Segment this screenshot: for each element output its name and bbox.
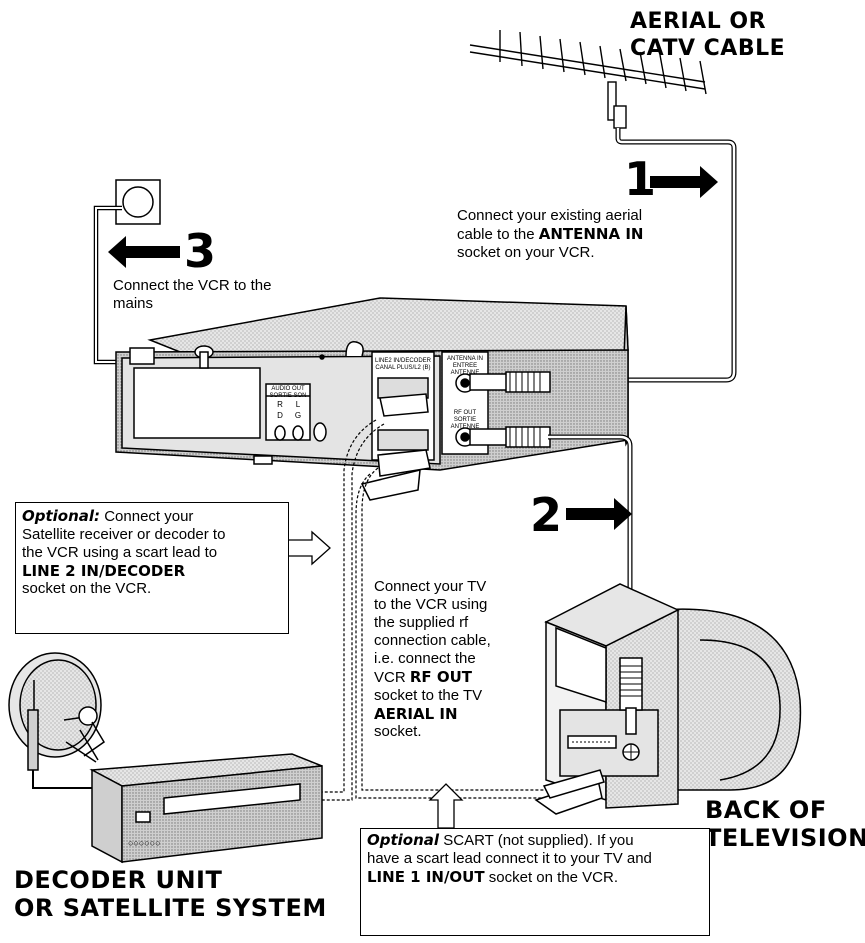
scart-label: LINE2 IN/DECODER CANAL PLUS/L2 (B)	[374, 358, 431, 371]
decoder-dots: ○○○○○○	[128, 838, 161, 848]
rf-out-plug	[469, 426, 551, 448]
audio-d-label: D	[277, 411, 283, 420]
tv-aerial-in-plug	[619, 657, 643, 735]
antenna-in-plug	[469, 371, 551, 393]
scart-lead-tv	[361, 467, 556, 791]
step-3-text: Connect the VCR to the mains	[113, 277, 272, 312]
optional-box-decoder: Optional: Connect your Satellite receive…	[15, 502, 289, 634]
decoder-unit	[89, 753, 323, 864]
step-2-text: Connect your TV to the VCR using the sup…	[374, 578, 491, 740]
audio-g-label: G	[294, 411, 302, 420]
step-1-arrow-icon	[650, 166, 718, 198]
decoder-title: DECODER UNIT OR SATELLITE SYSTEM	[14, 866, 327, 922]
antenna-in-label: ANTENNA IN ENTREE ANTENNE	[446, 356, 483, 376]
audio-r-label: R	[277, 400, 283, 409]
step-1-text: Connect your existing aerial cable to th…	[457, 207, 644, 261]
optional-box-scart: Optional SCART (not supplied). If you ha…	[360, 828, 710, 936]
step-1-number: 1	[624, 152, 657, 206]
tv-title: BACK OF TELEVISION	[705, 796, 865, 852]
vcr-unit	[115, 297, 629, 471]
step-3-number: 3	[184, 224, 217, 278]
scart-plug-icon	[360, 393, 431, 501]
audio-l-label: L	[295, 400, 301, 409]
step-2-number: 2	[530, 488, 563, 542]
step-3-arrow-icon	[108, 236, 180, 268]
aerial-title: AERIAL OR CATV CABLE	[630, 9, 786, 61]
wall-socket-icon	[115, 179, 161, 225]
television	[544, 583, 802, 809]
step-2-arrow-icon	[566, 498, 632, 530]
scart-lead-decoder	[218, 419, 377, 793]
optional-arrow-right-icon	[287, 530, 331, 566]
rf-out-label: RF OUT SORTIE ANTENNE	[450, 410, 480, 430]
dish-cable	[32, 770, 100, 789]
audio-out-label: AUDIO OUT SORTIE SON	[269, 386, 307, 399]
optional-arrow-up-icon	[428, 783, 464, 829]
satellite-dish-icon	[8, 652, 106, 771]
